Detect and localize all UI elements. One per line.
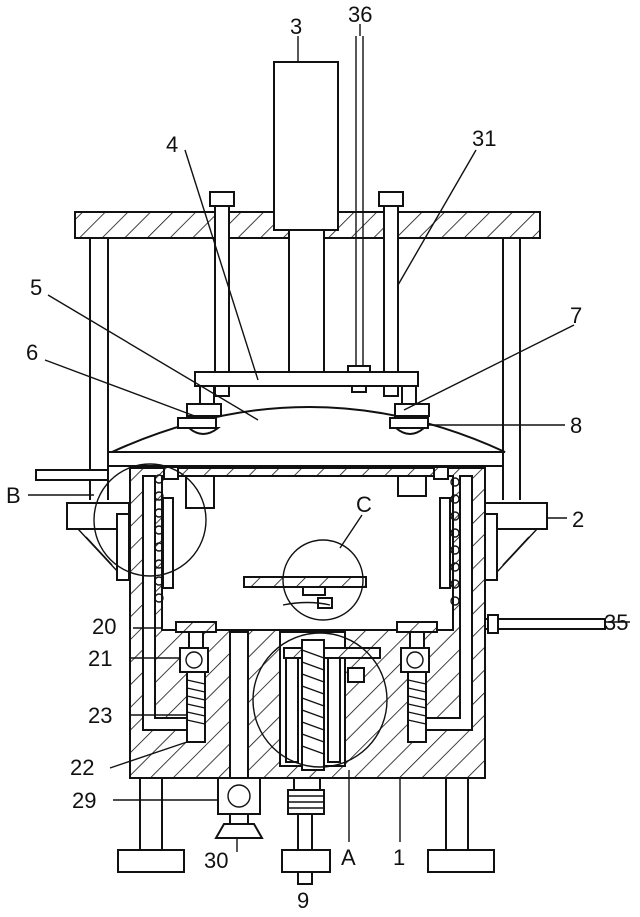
label-5: 5 xyxy=(30,275,42,300)
right-plate xyxy=(439,497,451,589)
central-chamber xyxy=(229,631,249,779)
label-a: A xyxy=(341,845,356,870)
clamp-left xyxy=(177,385,222,435)
left-pipe xyxy=(35,469,109,481)
reference-labels: 3 36 31 4 5 7 6 8 B 2 C 20 35 21 23 22 2… xyxy=(6,2,584,913)
label-1: 1 xyxy=(393,845,405,870)
legs xyxy=(117,777,495,873)
inner-block-right xyxy=(397,475,427,497)
screw-assembly xyxy=(283,639,381,771)
label-3: 3 xyxy=(290,14,302,39)
label-21: 21 xyxy=(88,646,112,671)
label-36: 36 xyxy=(348,2,372,27)
cylinder xyxy=(273,61,339,375)
label-7: 7 xyxy=(570,303,582,328)
detail-circle-b xyxy=(93,463,207,577)
bracket-left xyxy=(66,502,130,581)
leader-lines xyxy=(28,24,630,852)
cross-plate xyxy=(194,371,419,387)
label-23: 23 xyxy=(88,703,112,728)
label-c: C xyxy=(356,492,372,517)
bracket-right xyxy=(484,502,548,581)
valve xyxy=(214,777,264,839)
detail-circle-a xyxy=(252,632,388,768)
label-b: B xyxy=(6,483,21,508)
detail-circle-c xyxy=(282,539,364,621)
label-29: 29 xyxy=(72,788,96,813)
inner-block-left xyxy=(185,475,215,509)
label-22: 22 xyxy=(70,755,94,780)
cover-plate xyxy=(107,451,504,467)
lid-dome xyxy=(111,406,506,453)
label-2: 2 xyxy=(572,507,584,532)
label-4: 4 xyxy=(166,132,178,157)
label-35-visible: 35 xyxy=(604,610,628,635)
slider-right xyxy=(396,621,438,743)
seal-right xyxy=(433,466,449,480)
left-plate xyxy=(162,497,174,589)
label-8: 8 xyxy=(570,413,582,438)
label-9: 9 xyxy=(297,888,309,913)
guide-bolt-right xyxy=(378,191,404,397)
label-30: 30 xyxy=(204,848,228,873)
label-31: 31 xyxy=(472,126,496,151)
slider-left xyxy=(175,621,217,743)
label-20: 20 xyxy=(92,614,116,639)
label-6: 6 xyxy=(26,340,38,365)
stirring-disc xyxy=(243,576,367,609)
clamp-right xyxy=(389,385,430,435)
